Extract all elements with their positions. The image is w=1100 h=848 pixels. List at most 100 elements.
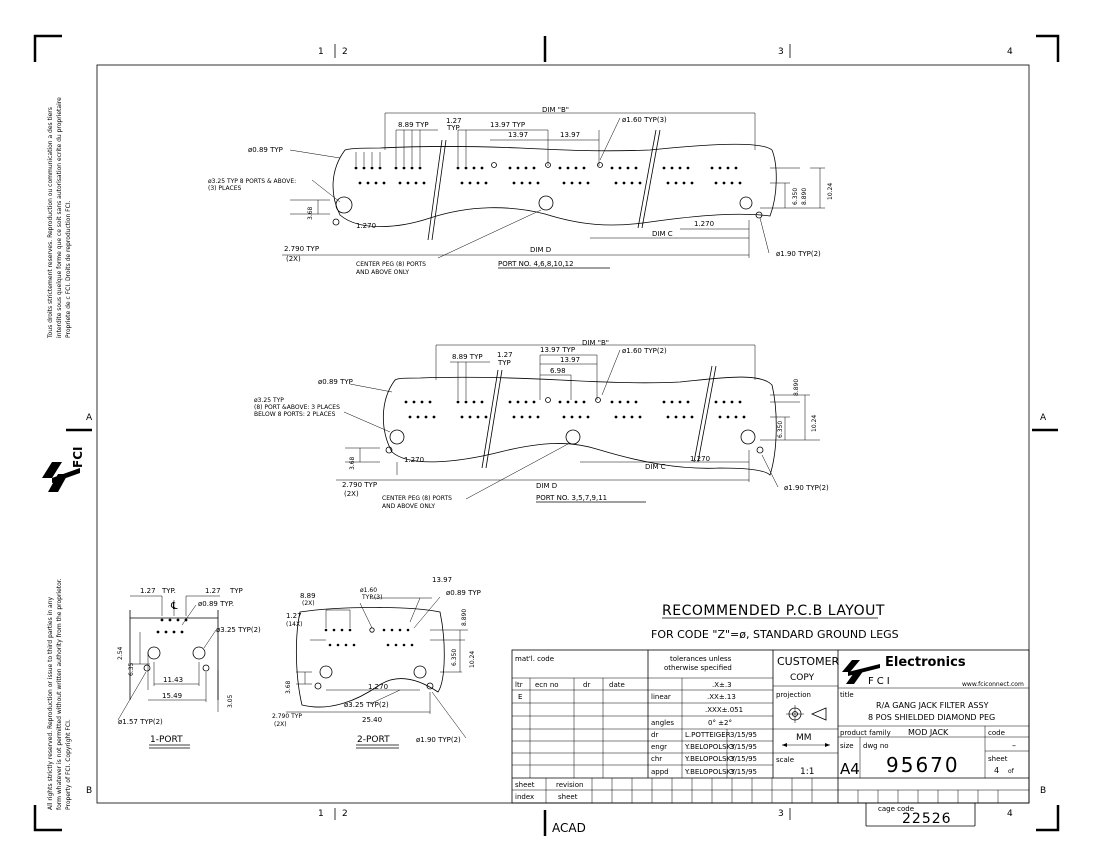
mid-dim-1024: 10.24: [811, 415, 818, 432]
tb-dr-col: dr: [583, 681, 590, 689]
tb-rev-ltr: E: [518, 693, 522, 701]
zone-top-1: 1: [318, 47, 324, 57]
tb-angles-label: angles: [651, 719, 674, 727]
one-port-dim-1549: 15.49: [162, 692, 182, 700]
tb-tolerances-1: tolerances unless: [670, 655, 732, 663]
corner-marks: [33, 34, 1060, 832]
mid-dim-325-a: ø3.25 TYP: [254, 397, 284, 404]
mid-dim-8890: 8.890: [793, 379, 800, 396]
pcb-view-2-port: 8.89 (2X) ø1.60 TYP.(3) 13.97 ø0.89 TYP …: [272, 576, 481, 749]
top-dim-c: DIM C: [652, 230, 673, 238]
tb-sheet-of: of: [1008, 768, 1015, 775]
mid-center-peg-2: AND ABOVE ONLY: [382, 503, 435, 510]
zone-bottom-1: 1: [318, 809, 324, 819]
tb-tol-xxx: .XXX±.051: [705, 706, 743, 714]
top-center-peg-1: CENTER PEG (8) PORTS: [356, 261, 426, 268]
drawing-border: [96, 64, 1030, 804]
one-port-peg-left: [143, 664, 151, 672]
mid-pin-row-lower: [408, 415, 746, 419]
mid-dim-1397-typ: 13.97 TYP: [540, 346, 575, 354]
tb-sheet-col2: sheet: [558, 793, 578, 801]
mid-dim-2x: (2X): [344, 490, 359, 498]
mid-dim-127: 1.27: [497, 351, 513, 359]
top-pin-row-upper: [354, 166, 738, 170]
mid-dim-127-typ: TYP: [497, 359, 511, 367]
mid-dim-1397: 13.97: [560, 356, 580, 364]
side-notice-french: Tous droits strictement reserves. Reprod…: [47, 97, 72, 339]
sub-title: FOR CODE "Z"=ø, STANDARD GROUND LEGS: [651, 628, 899, 641]
two-port-dim-2x-b: (2X): [274, 721, 287, 728]
one-port-dim-635: 6.35: [128, 662, 135, 676]
tb-index-col: index: [515, 793, 534, 801]
tb-ecn-col: ecn no: [535, 681, 559, 689]
zone-bottom-3: 3: [778, 809, 784, 819]
main-title: RECOMMENDED P.C.B LAYOUT: [662, 603, 885, 619]
top-dim-1270-a: 1.270: [356, 222, 376, 230]
tb-copy: COPY: [790, 673, 815, 683]
top-dim-1024: 10.24: [827, 183, 834, 200]
mid-dim-d: DIM D: [536, 482, 557, 490]
tb-projection-label: projection: [776, 691, 811, 699]
tb-customer: CUSTOMER: [777, 655, 840, 668]
one-port-dim-127-a: 1.27: [140, 587, 156, 595]
svg-text:℄: ℄: [170, 601, 178, 612]
two-port-pins: [324, 628, 414, 647]
tb-size-label: size: [840, 742, 854, 750]
mid-dim-160: ø1.60 TYP(2): [622, 347, 667, 355]
mid-dim-698: 6.98: [550, 367, 566, 375]
top-dim-8890: 8.890: [801, 188, 808, 205]
tb-title-line2: 8 POS SHIELDED DIAMOND PEG: [868, 713, 995, 722]
tb-revision-col: revision: [556, 781, 583, 789]
zone-side-b-left: B: [86, 786, 92, 796]
zone-top-4: 4: [1007, 47, 1013, 57]
mid-pin-row-upper: [404, 400, 742, 404]
mid-dim-089: ø0.89 TYP: [318, 378, 353, 386]
tb-matl-code-label: mat'l. code: [515, 655, 554, 663]
top-dim-1397-typ: 13.97 TYP: [490, 121, 525, 129]
tb-sign-0-role: dr: [651, 731, 658, 739]
tb-website: www.fciconnect.com: [962, 681, 1024, 688]
one-port-dim-089: ø0.89 TYP.: [198, 600, 234, 608]
side-notice-fr-1: Tous droits strictement reserves. Reprod…: [47, 107, 54, 339]
tb-sign-1-date: 3/15/95: [730, 743, 757, 751]
top-dim-160: ø1.60 TYP(3): [622, 116, 667, 124]
one-port-dim-127-b: 1.27: [205, 587, 221, 595]
one-port-hole-left: [147, 646, 161, 660]
tb-sheet-col: sheet: [515, 781, 535, 789]
tb-date-col: date: [609, 681, 625, 689]
one-port-label: 1-PORT: [150, 735, 183, 745]
tb-sign-3-date: 3/15/95: [730, 768, 757, 776]
two-port-dim-14x: (14X): [286, 621, 302, 628]
pcb-view-top: DIM "B" 8.89 TYP 1.27 TYP 13.97 TYP 13.9…: [208, 106, 834, 276]
top-mounting-holes: [332, 162, 763, 226]
two-port-hole-left: [319, 665, 333, 679]
tb-tol-x: .X±.3: [712, 681, 732, 689]
top-dim-889: 8.89 TYP: [398, 121, 429, 129]
tb-linear-label: linear: [651, 693, 671, 701]
two-port-dim-2x: (2X): [302, 600, 315, 607]
two-port-dim-889: 8.89: [300, 592, 316, 600]
tb-code-label: code: [988, 729, 1005, 737]
top-outline: [332, 143, 777, 228]
tb-product-family: MOD JACK: [908, 728, 949, 737]
two-port-dim-6350: 6.350: [451, 649, 458, 666]
tb-tol-xx: .XX±.13: [707, 693, 736, 701]
mid-dim-1270-a: 1.270: [404, 456, 424, 464]
projection-symbol-icon: [786, 705, 827, 723]
two-port-hole-right: [413, 665, 427, 679]
two-port-dim-1270: 1.270: [368, 683, 388, 691]
two-port-dim-8890: 8.890: [461, 609, 468, 626]
top-dim-b: DIM "B": [542, 106, 569, 114]
tb-sign-2-date: 3/15/95: [730, 755, 757, 763]
two-port-dim-190: ø1.90 TYP(2): [416, 736, 461, 744]
mid-dim-190: ø1.90 TYP(2): [784, 484, 829, 492]
tb-sign-0-name: L.POTTEIGER: [685, 731, 731, 739]
side-notice-english: All rights strictly reserved. Reproducti…: [47, 578, 72, 810]
tb-sign-1-name: Y.BELOPOLSKY: [684, 743, 736, 751]
tb-dwg-no: 95670: [886, 753, 960, 777]
mid-center-peg-1: CENTER PEG (8) PORTS: [382, 495, 452, 502]
zone-side-a-left: A: [86, 413, 93, 423]
mid-dim-325-c: BELOW 8 PORTS: 2 PLACES: [254, 411, 336, 418]
tb-cage-code-label: cage code: [878, 805, 914, 813]
tb-sign-0-date: 3/15/95: [730, 731, 757, 739]
